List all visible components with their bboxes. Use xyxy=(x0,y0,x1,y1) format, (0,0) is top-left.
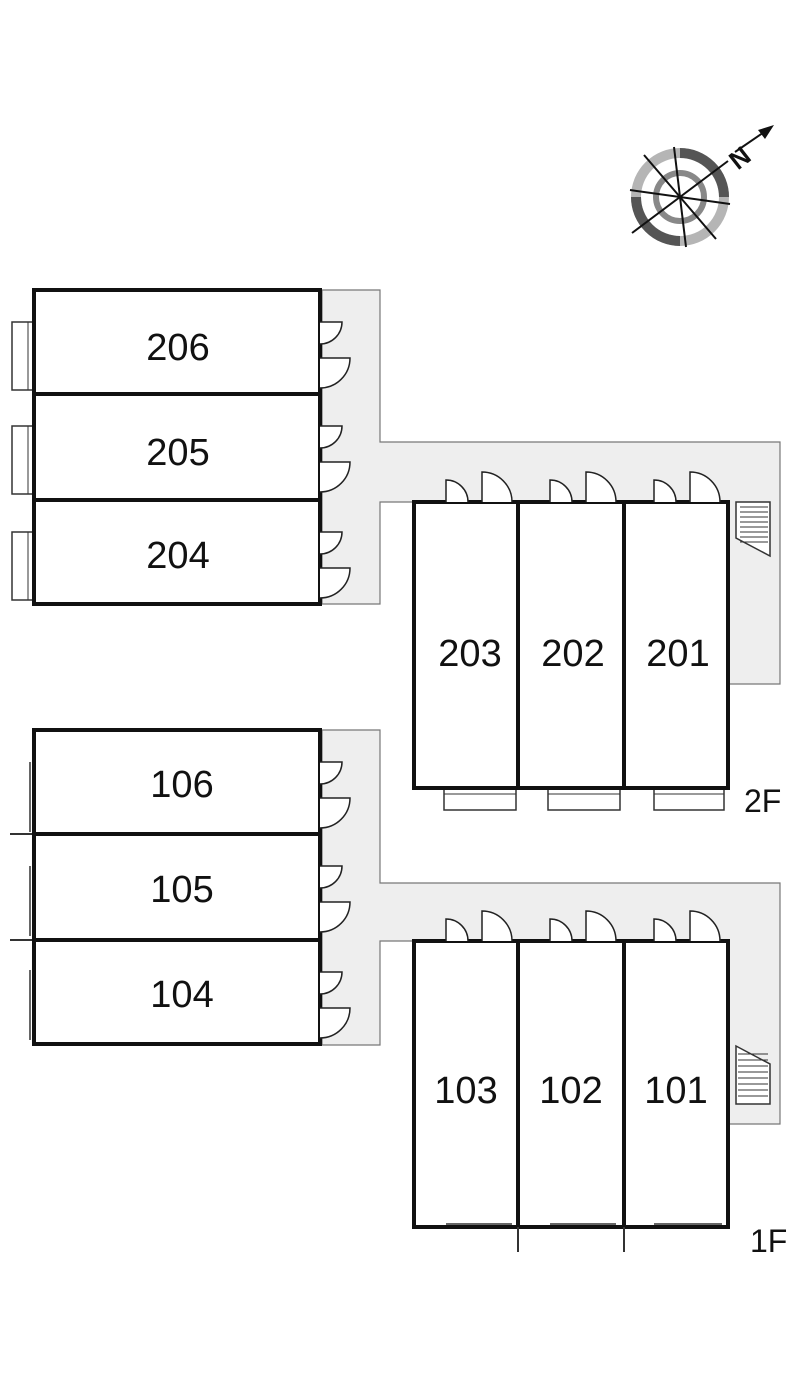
stairs-icon xyxy=(735,1044,771,1105)
room-201[interactable]: 201 xyxy=(622,500,730,790)
balcony-204 xyxy=(11,531,35,601)
room-202[interactable]: 202 xyxy=(516,500,626,790)
floor-2f-plan: 206 205 204 xyxy=(11,288,781,819)
room-number: 105 xyxy=(150,869,213,911)
balcony-206 xyxy=(11,321,35,391)
window-marks-left-1f xyxy=(10,762,34,1040)
room-number: 205 xyxy=(146,432,209,474)
room-105[interactable]: 105 xyxy=(32,832,322,942)
room-number: 202 xyxy=(541,633,604,675)
room-number: 201 xyxy=(646,633,709,675)
north-label: N xyxy=(723,140,756,175)
room-203[interactable]: 203 xyxy=(412,500,520,790)
room-101[interactable]: 101 xyxy=(622,939,730,1229)
room-number: 206 xyxy=(146,327,209,369)
stairs-icon xyxy=(735,501,771,558)
room-206[interactable]: 206 xyxy=(32,288,322,396)
floor-1f-plan: 106 105 104 103 102 xyxy=(10,728,787,1259)
room-number: 106 xyxy=(150,764,213,806)
door-icons-top-2f xyxy=(445,471,721,503)
door-icons-left-1f xyxy=(319,761,351,1039)
room-number: 203 xyxy=(438,633,501,675)
room-number: 102 xyxy=(539,1070,602,1112)
balcony-205 xyxy=(11,425,35,495)
balcony-201 xyxy=(653,787,725,811)
room-number: 101 xyxy=(644,1070,707,1112)
floor-label-2f: 2F xyxy=(744,783,781,819)
window-marks-bottom-1f xyxy=(446,1223,722,1252)
room-106[interactable]: 106 xyxy=(32,728,322,836)
compass-rose-icon: N xyxy=(629,125,774,248)
room-102[interactable]: 102 xyxy=(516,939,626,1229)
room-205[interactable]: 205 xyxy=(32,392,322,502)
balcony-203 xyxy=(443,787,517,811)
room-number: 204 xyxy=(146,535,209,577)
floor-label-1f: 1F xyxy=(750,1223,787,1259)
room-number: 103 xyxy=(434,1070,497,1112)
door-icons-left-2f xyxy=(319,321,351,599)
room-103[interactable]: 103 xyxy=(412,939,520,1229)
room-204[interactable]: 204 xyxy=(32,498,322,606)
balcony-202 xyxy=(547,787,621,811)
room-104[interactable]: 104 xyxy=(32,938,322,1046)
room-number: 104 xyxy=(150,974,213,1016)
door-icons-top-1f xyxy=(445,910,721,942)
